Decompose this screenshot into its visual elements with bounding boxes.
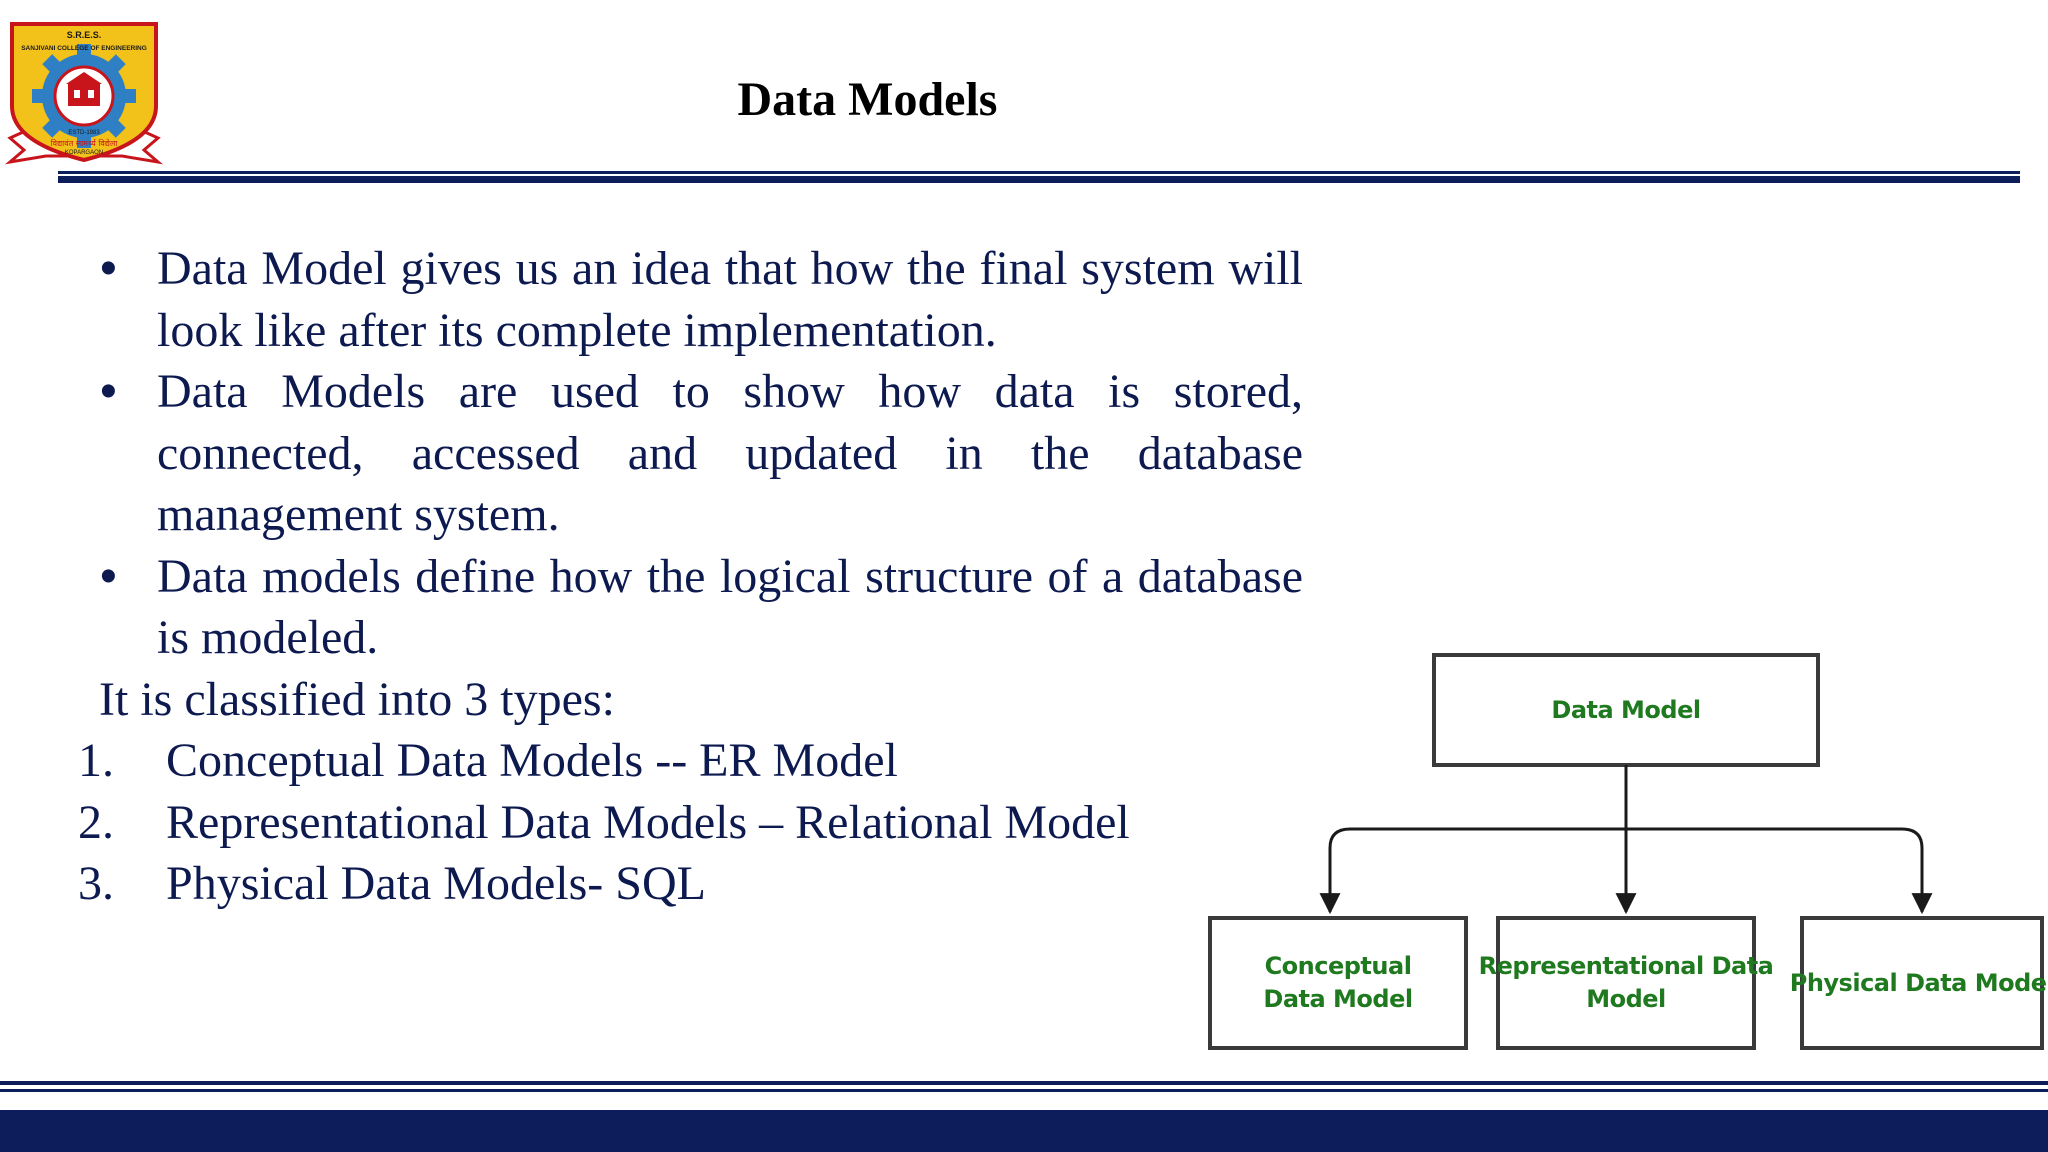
logo-estd-text: ESTD-1983 [68, 130, 100, 136]
bullet-dot: • [100, 365, 117, 418]
types-list: 1. Conceptual Data Models -- ER Model 2. R… [78, 730, 1303, 915]
bullet-item: • Data Models are used to show how data i… [78, 361, 1303, 546]
footer-bar [0, 1110, 2048, 1152]
type-text: Physical Data Models- SQL [166, 857, 706, 910]
child-label-line: Conceptual [1264, 952, 1412, 980]
child-box-representational [1496, 916, 1756, 1050]
root-box [1432, 653, 1820, 767]
child-label-line: Data Model [1263, 985, 1413, 1013]
footer-rule-thin [0, 1081, 2048, 1085]
logo-place-text: KOPARGAON [65, 150, 103, 156]
root-label: Data Model [1434, 655, 1818, 765]
types-intro: It is classified into 3 types: [99, 672, 615, 726]
header-rule-thick [58, 176, 2020, 183]
type-item: 3. Physical Data Models- SQL [78, 853, 1303, 915]
type-item: 2. Representational Data Models – Relatio… [78, 792, 1303, 854]
bullet-item: • Data models define how the logical stru… [78, 546, 1303, 669]
data-model-diagram: Data Model Conceptual Data Model Represe… [1200, 648, 2048, 1058]
diagram-lines [1208, 653, 2044, 1050]
bullet-dot: • [100, 549, 117, 603]
header-rule-thin [58, 171, 2020, 174]
type-text: Representational Data Models – Relationa… [166, 795, 1130, 849]
type-number: 3. [78, 857, 114, 910]
bullet-text: Data Models are used to show how data is… [157, 365, 1303, 541]
type-text: Conceptual Data Models -- ER Model [166, 734, 898, 787]
college-logo: S.R.E.S. SANJIVANI COLLEGE OF ENGINEERIN… [4, 22, 164, 165]
footer-rule-mid [0, 1089, 2048, 1092]
logo-ribbon-text: विद्यावंत सामर्थ्य विद्येला [51, 138, 119, 148]
bullet-text: Data models define how the logical struc… [157, 549, 1303, 665]
slide-title: Data Models [737, 73, 998, 126]
child-label-representational: Representational Data Model [1479, 918, 1774, 1048]
child-box-conceptual [1208, 916, 1468, 1050]
child-label-conceptual: Conceptual Data Model [1210, 918, 1466, 1048]
slide-content: • Data Model gives us an idea that how th… [78, 238, 1303, 915]
bullet-item: • Data Model gives us an idea that how th… [78, 238, 1303, 361]
child-label-physical: Physical Data Model [1790, 918, 2048, 1048]
child-label-line: Physical Data Model [1789, 968, 2048, 997]
bullet-dot: • [100, 242, 117, 295]
type-number: 2. [78, 795, 114, 849]
logo-top-text: S.R.E.S. [67, 30, 102, 40]
type-number: 1. [78, 734, 114, 787]
type-item: 1. Conceptual Data Models -- ER Model [78, 730, 1303, 792]
root-label-text: Data Model [1551, 695, 1701, 724]
logo-arc-text: SANJIVANI COLLEGE OF ENGINEERING [21, 45, 147, 52]
bullet-list: • Data Model gives us an idea that how th… [78, 238, 1303, 669]
child-label-line: Model [1586, 985, 1666, 1013]
child-label-line: Representational Data [1478, 952, 1774, 980]
child-box-physical [1800, 916, 2044, 1050]
bullet-text: Data Model gives us an idea that how the… [157, 242, 1303, 357]
